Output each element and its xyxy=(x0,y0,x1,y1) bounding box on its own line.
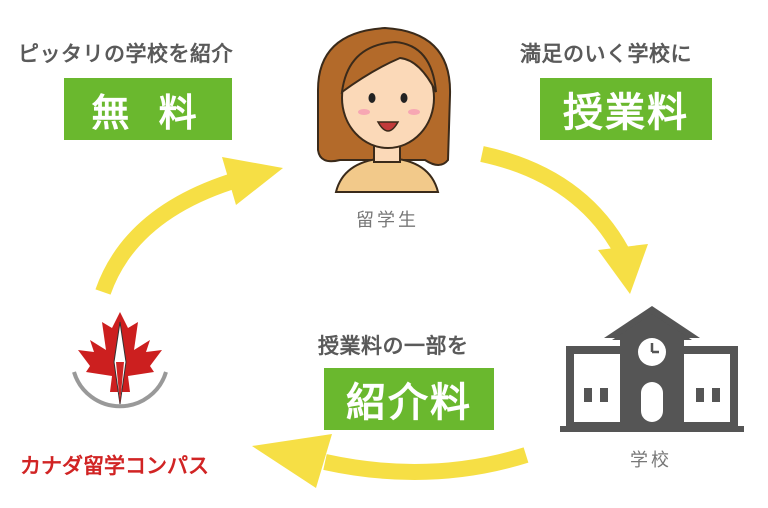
node-label-student: 留学生 xyxy=(356,210,419,231)
arrow-school-to-agency xyxy=(323,447,529,480)
arrow-student-to-school xyxy=(480,146,630,256)
school-building-icon xyxy=(560,306,744,432)
caption-school-to-agency: 授業料の一部を xyxy=(318,334,469,358)
arrow-agency-to-student-head xyxy=(222,157,283,205)
arrow-school-to-agency-head xyxy=(252,434,332,488)
maple-leaf-compass-logo xyxy=(72,312,168,409)
caption-student-to-school: 満足のいく学校に xyxy=(520,42,692,66)
caption-agency-to-student: ピッタリの学校を紹介 xyxy=(18,42,233,66)
brand-name: カナダ留学コンパス xyxy=(20,454,209,478)
woman-avatar-icon xyxy=(317,26,452,193)
badge-free: 無 料 xyxy=(64,78,232,140)
node-label-school: 学校 xyxy=(630,450,672,471)
badge-referral-fee: 紹介料 xyxy=(324,368,494,430)
flow-arrows xyxy=(95,146,648,488)
arrow-agency-to-student xyxy=(95,174,233,295)
arrow-student-to-school-head xyxy=(598,244,648,294)
badge-tuition: 授業料 xyxy=(540,78,712,140)
